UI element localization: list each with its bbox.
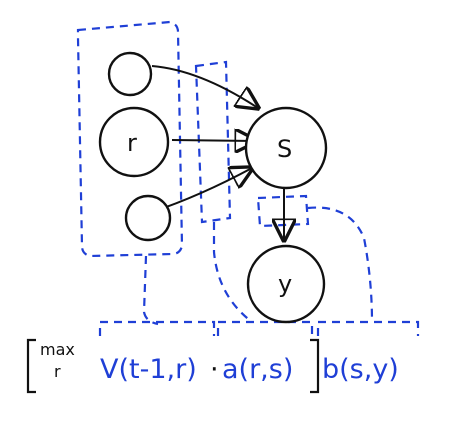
b-term: b(s,y): [322, 354, 399, 385]
left-bracket: [26, 338, 36, 394]
edge-top-to-s: [151, 65, 258, 108]
a-group-box: [194, 60, 232, 224]
node-top: [107, 51, 153, 97]
node-y: [246, 244, 326, 324]
node-s: [244, 106, 328, 190]
v-term: V(t-1,r): [100, 354, 197, 385]
a-term: a(r,s): [222, 354, 293, 385]
b-group-box: [256, 194, 310, 228]
node-bottom: [124, 194, 172, 242]
r-group-box: [76, 20, 184, 258]
right-bracket: [310, 338, 320, 394]
dashed-groups: [76, 20, 420, 336]
a-connector: [212, 222, 253, 323]
a-bracket: [216, 320, 314, 336]
b-connector: [307, 206, 374, 323]
node-y-label: y: [278, 270, 292, 298]
multiply-dot: ·: [210, 354, 219, 385]
node-s-label: S: [277, 135, 292, 163]
max-subscript: r: [54, 362, 61, 381]
r-connector: [142, 255, 159, 326]
edge-r-to-s: [171, 140, 256, 141]
b-bracket: [316, 320, 420, 336]
node-r: [98, 106, 170, 178]
nodes: [98, 51, 328, 324]
max-operator: max: [40, 340, 75, 359]
v-bracket: [98, 320, 216, 336]
node-r-label: r: [127, 129, 137, 157]
